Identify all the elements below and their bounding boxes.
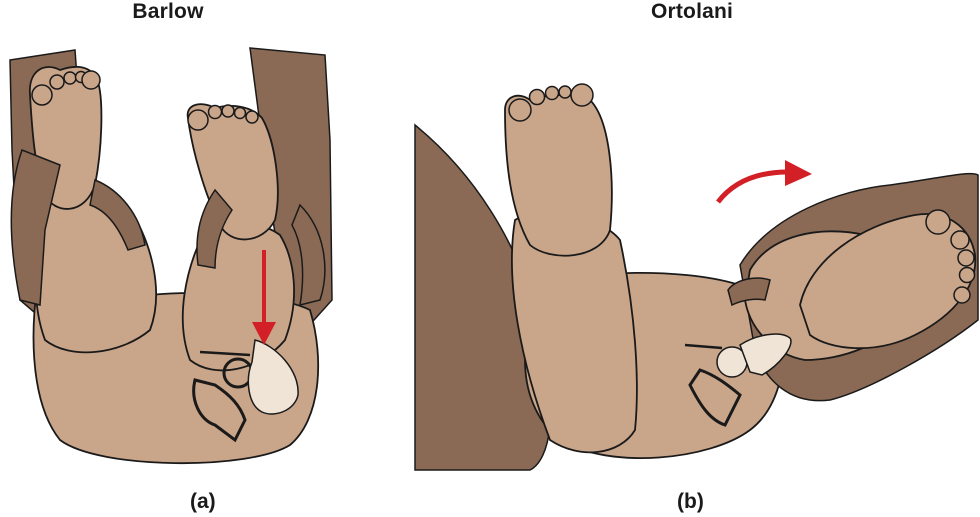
barlow-panel: Barlow (a) (0, 0, 440, 517)
ortolani-title: Ortolani (650, 0, 734, 23)
ortolani-maneuver-illustration (414, 83, 979, 471)
ortolani-panel: Ortolani (b) (410, 0, 980, 517)
barlow-caption: (a) (190, 490, 216, 513)
barlow-maneuver-illustration (9, 47, 333, 465)
red-arrow-curved-icon (716, 169, 789, 204)
ortolani-caption: (b) (677, 490, 704, 513)
barlow-title: Barlow (132, 0, 204, 23)
